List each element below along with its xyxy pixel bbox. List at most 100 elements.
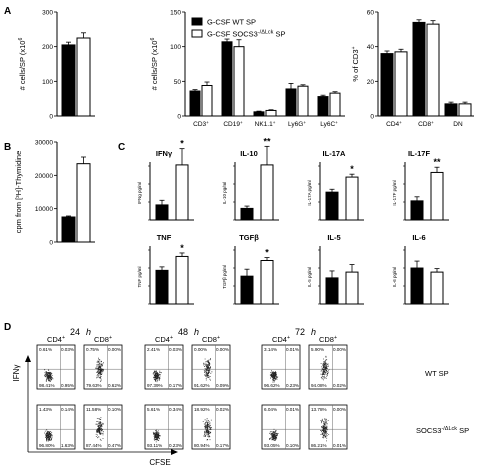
bar (394, 51, 408, 117)
quadrant-ll: 91.62% (194, 383, 210, 388)
chart-C-IL6: IL-6IL-6 pg/ml (392, 233, 449, 305)
y-tick-label: 0 (370, 114, 374, 121)
flow-plot: 11.58%0.10%87.44%0.47% (83, 404, 123, 450)
arrowhead-up (25, 355, 31, 362)
quadrant-ul: 2.41% (147, 347, 160, 352)
y-tick-label: 100 (42, 79, 53, 86)
quadrant-ll: 97.39% (147, 383, 163, 388)
flow-plot: 13.78%0.00%86.21%0.01% (308, 404, 348, 450)
bar (76, 37, 91, 117)
legend-swatch-wt (191, 17, 203, 26)
bar (430, 271, 444, 305)
quadrant-ul: 6.04% (264, 407, 277, 412)
plot-frame (144, 344, 184, 390)
bar (426, 23, 440, 117)
flow-plot: 1.43%0.14%96.80%1.63% (36, 404, 76, 450)
quadrant-ul: 5.90% (311, 347, 324, 352)
cytokine-title: IL-6 (412, 233, 425, 242)
bar (412, 21, 426, 117)
bar (155, 204, 169, 221)
quadrant-lr: 0.01% (333, 443, 346, 448)
y-tick-label: 200 (42, 44, 53, 51)
bar (155, 269, 169, 305)
quadrant-ur: 0.00% (333, 407, 346, 412)
y-tick-label: 150 (170, 10, 181, 17)
quadrant-ul: 1.43% (39, 407, 52, 412)
event-dots (202, 418, 212, 441)
quadrant-ur: 0.00% (108, 347, 121, 352)
cytokine-title: IL-10 (240, 149, 258, 158)
quadrant-ur: 0.10% (108, 407, 121, 412)
quadrant-lr: 1.63% (61, 443, 74, 448)
y-tick-label: 30000 (35, 140, 53, 147)
quadrant-ur: 0.02% (216, 407, 229, 412)
event-dots (44, 429, 53, 442)
plot-frame (144, 404, 184, 450)
bar (233, 46, 245, 117)
bar (260, 260, 274, 305)
cell-type-label: CD4+ (47, 335, 65, 344)
x-tick-label: CD3+ (193, 120, 209, 129)
bar (458, 103, 472, 117)
cell-type-label: CD4+ (272, 335, 290, 344)
event-dots (95, 417, 104, 441)
arrowhead-right (171, 449, 178, 455)
bar (175, 164, 189, 221)
bar (265, 109, 277, 117)
y-tick-label: 0 (49, 240, 53, 247)
x-tick-label: CD8+ (418, 120, 434, 129)
y-tick-label: 60 (367, 10, 375, 17)
flow-plot: 0.00%0.00%91.62%0.09% (191, 344, 231, 390)
quadrant-ll: 80.94% (194, 443, 210, 448)
y-tick-label: 20000 (35, 173, 53, 180)
significance-mark: ** (263, 136, 271, 146)
y-axis-label: IL-17F pg/ml (392, 180, 397, 205)
quadrant-ul: 3.14% (264, 347, 277, 352)
bar (240, 275, 254, 305)
flow-plot: 0.75%0.00%79.63%0.62% (83, 344, 123, 390)
bar (317, 96, 329, 117)
bar (430, 171, 444, 221)
y-axis-label: IL-10 pg/ml (222, 182, 227, 205)
panel-letter-b: B (4, 142, 11, 153)
event-dots (203, 358, 213, 381)
y-axis-label: # cells/SP (x106 (18, 38, 27, 91)
time-label-1: 48 (178, 327, 188, 337)
quadrant-lr: 0.10% (286, 443, 299, 448)
significance-mark: * (180, 139, 184, 149)
y-tick-label: 10000 (35, 206, 53, 213)
time-label-2: 72 (295, 327, 305, 337)
x-tick-label: DN (453, 121, 463, 128)
bar (189, 90, 201, 117)
y-axis-label: IFNg pg/ml (137, 182, 142, 204)
plot-frame (261, 344, 301, 390)
quadrant-ul: 0.00% (194, 347, 207, 352)
bar (175, 255, 189, 305)
ifng-axis-label: IFNγ (12, 365, 21, 382)
cfse-axis-label: CFSE (149, 458, 170, 467)
quadrant-ur: 0.14% (61, 407, 74, 412)
flow-plot: 5.61%0.34%93.11%0.23% (144, 404, 184, 450)
quadrant-lr: 0.09% (216, 383, 229, 388)
bar (253, 111, 265, 117)
time-unit-2: h (311, 327, 316, 337)
bar (260, 164, 274, 221)
quadrant-lr: 0.23% (169, 443, 182, 448)
y-tick-label: 300 (42, 10, 53, 17)
plot-frame (36, 404, 76, 450)
cytokine-title: TNF (157, 233, 172, 242)
legend-label-socs3: G-CSF SOCS3-/ΔLck SP (207, 30, 286, 39)
y-axis-label: cpm from [³H]-Thymidine (14, 151, 23, 234)
y-tick-label: 50 (174, 79, 182, 86)
x-tick-label: CD19+ (223, 120, 243, 129)
quadrant-ur: 0.00% (333, 347, 346, 352)
quadrant-ur: 0.01% (286, 407, 299, 412)
bar (325, 277, 339, 305)
flow-plot: 3.14%0.01%96.62%0.23% (261, 344, 301, 390)
time-label-0: 24 (70, 327, 80, 337)
